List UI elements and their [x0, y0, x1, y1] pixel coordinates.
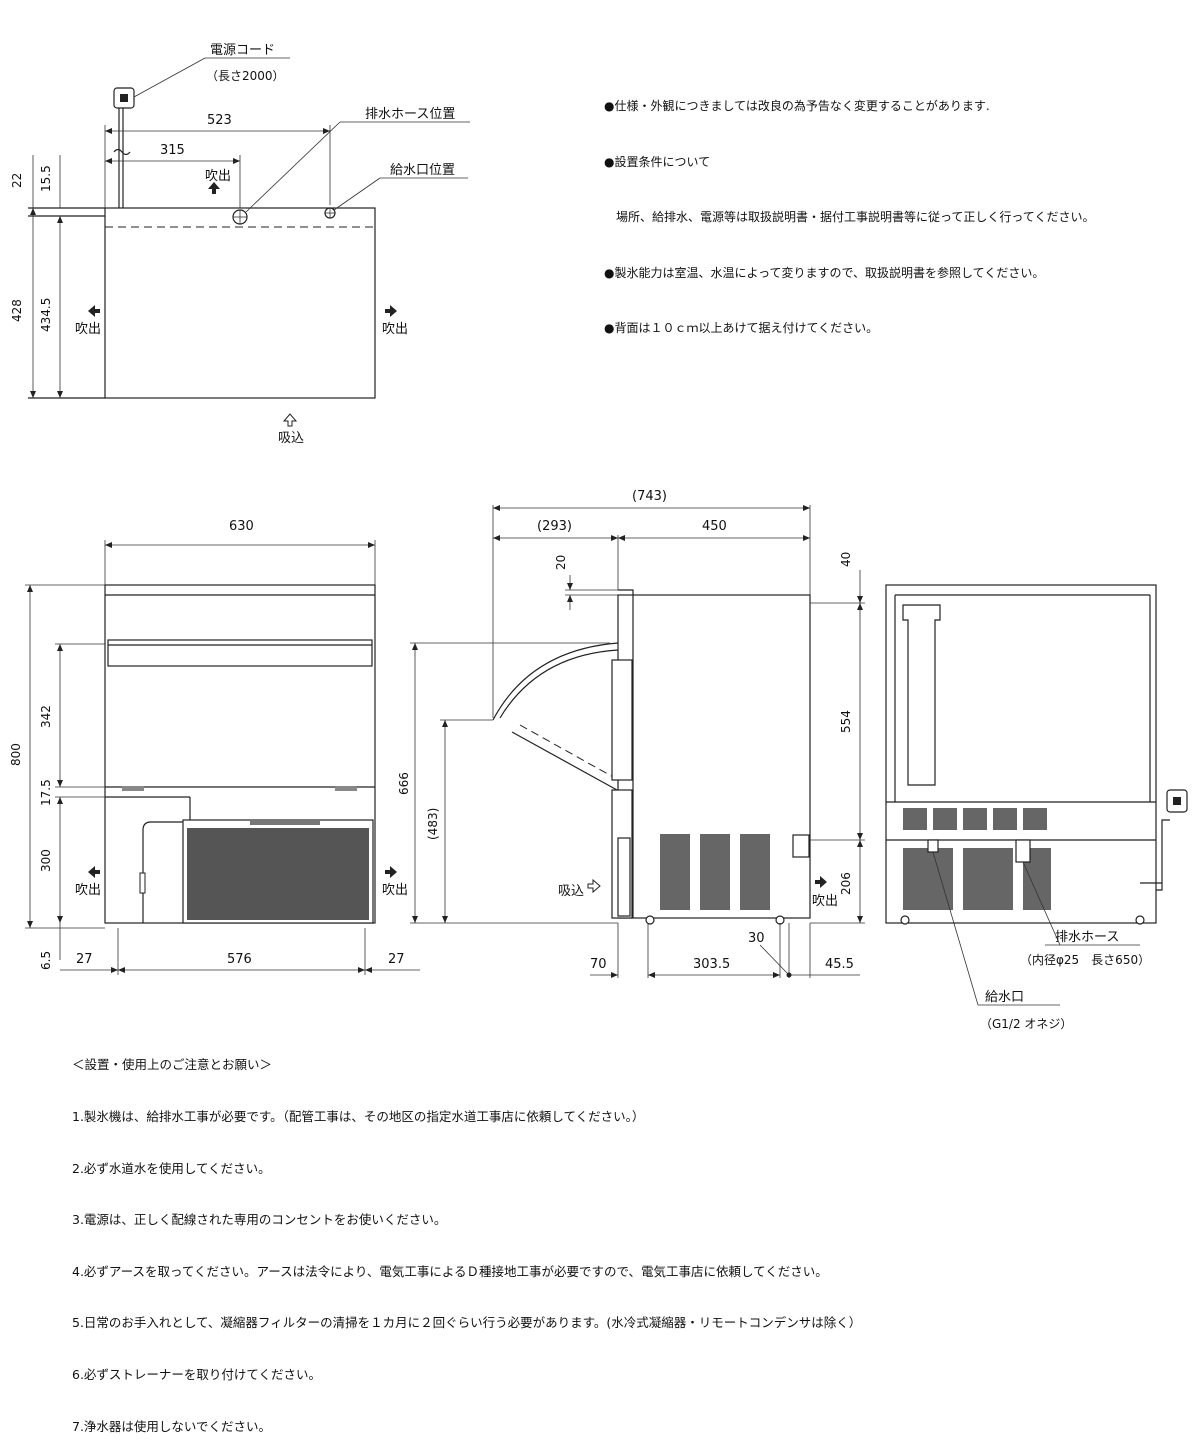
note-line: 場所、給排水、電源等は取扱説明書・据付工事説明書等に従って正しく行ってください。: [604, 210, 1095, 224]
dim-303-5: 303.5: [693, 957, 730, 972]
dim-15-5: 15.5: [39, 165, 53, 192]
dim-6-5: 6.5: [39, 951, 53, 970]
caution-item: 7.浄水器は使用しないでください。: [72, 1418, 272, 1434]
spec-notes: ●仕様・外観につきましては改良の為予告なく変更することがあります. ●設置条件に…: [604, 60, 1094, 356]
drain-hose-label: 排水ホース: [1055, 930, 1119, 945]
caution-title: ＜設置・使用上のご注意とお願い＞: [72, 1057, 273, 1073]
front-right-blow-out: 吹出: [382, 883, 408, 898]
side-view: (743) (293) 450 20 40 554 206 666 (483): [397, 489, 865, 978]
front-door-handle: [107, 639, 373, 667]
note-line: ●設置条件について: [604, 154, 711, 169]
dim-576: 576: [227, 952, 252, 967]
note-line: ●仕様・外観につきましては改良の為予告なく変更することがあります.: [604, 99, 990, 113]
dim-45-5: 45.5: [825, 957, 854, 972]
caution-item: 3.電源は、正しく配線された専用のコンセントをお使いください。: [72, 1212, 447, 1228]
dim-800: 800: [9, 743, 23, 766]
intake-label: 吸込: [278, 431, 304, 446]
drain-hose-position-label: 排水ホース位置: [365, 107, 455, 122]
note-line: ●製氷能力は室温、水温によって変りますので、取扱説明書を参照してください。: [604, 265, 1045, 280]
dim-206: 206: [839, 872, 853, 895]
dim-70: 70: [590, 957, 607, 972]
dim-30: 30: [748, 931, 765, 946]
dim-483: (483): [426, 808, 440, 840]
arrow-right-icon: [385, 866, 397, 878]
dim-554: 554: [839, 710, 853, 733]
power-cord-label: 電源コード: [210, 43, 275, 58]
caution-notes: ＜設置・使用上のご注意とお願い＞ 1.製氷機は、給排水工事が必要です。（配管工事…: [72, 1022, 861, 1452]
rear-drain-hose: [1015, 839, 1031, 863]
dim-17-5: 17.5: [39, 779, 53, 806]
side-vents: [660, 834, 770, 910]
arrow-right-icon: [815, 876, 827, 888]
dim-450: 450: [702, 519, 727, 534]
dim-22: 22: [10, 173, 24, 188]
dim-666: 666: [397, 772, 411, 795]
dim-743: (743): [632, 489, 667, 504]
drain-outlet: [792, 834, 810, 858]
grille-mesh: [187, 828, 369, 920]
dim-315: 315: [160, 143, 185, 158]
top-view: 電源コード （長さ2000） 排水ホース位置 給水口位置 523 315 22 …: [10, 43, 470, 446]
side-grille-edge: [617, 837, 631, 917]
top-view-body: [104, 207, 376, 399]
front-view: 630 800 342 17.5 300 6.5 27 576 27 吹出 吹出: [9, 519, 420, 975]
dim-630: 630: [229, 519, 254, 534]
caution-item: 5.日常のお手入れとして、凝縮器フィルターの清掃を１カ月に２回ぐらい行う必要があ…: [72, 1315, 862, 1331]
arrow-up-outline-icon: [282, 413, 298, 427]
power-cord-length: （長さ2000）: [206, 69, 285, 83]
side-intake-label: 吸込: [558, 884, 584, 899]
side-door-edge: [611, 659, 633, 781]
right-blow-out-label: 吹出: [382, 322, 408, 337]
arrow-left-icon: [88, 866, 100, 878]
caution-item: 1.製氷機は、給排水工事が必要です。（配管工事は、その地区の指定水道工事店に依頼…: [72, 1109, 645, 1125]
dim-20: 20: [554, 555, 568, 570]
arrow-right-outline-icon: [587, 878, 601, 894]
rear-water-inlet: [927, 839, 939, 853]
front-left-blow-out: 吹出: [75, 883, 101, 898]
rear-vents-bottom: [903, 848, 1051, 910]
rear-vents-top: [903, 808, 1047, 830]
water-inlet-label: 給水口: [985, 990, 1024, 1005]
water-inlet-spec: （G1/2 オネジ）: [980, 1017, 1072, 1031]
water-inlet-position-label: 給水口位置: [390, 163, 455, 178]
dim-40: 40: [839, 552, 853, 567]
dim-27-right: 27: [388, 952, 405, 967]
dim-434-5: 434.5: [39, 298, 53, 332]
dim-342: 342: [39, 705, 53, 728]
top-blow-out-label: 吹出: [205, 169, 231, 184]
caution-item: 6.必ずストレーナーを取り付けてください。: [72, 1367, 322, 1383]
arrow-right-icon: [385, 305, 397, 317]
arrow-left-icon: [88, 305, 100, 317]
rear-view: 排水ホース （内径φ25 長さ650） 給水口 （G1/2 オネジ）: [885, 584, 1188, 1031]
left-blow-out-label: 吹出: [75, 322, 101, 337]
side-blow-out-label: 吹出: [812, 894, 838, 909]
caution-item: 2.必ず水道水を使用してください。: [72, 1160, 271, 1176]
drain-hose-spec: （内径φ25 長さ650）: [1020, 953, 1150, 967]
dim-300: 300: [39, 849, 53, 872]
dim-428: 428: [10, 299, 24, 322]
caution-item: 4.必ずアースを取ってください。アースは法令により、電気工事によるＤ種接地工事が…: [72, 1263, 828, 1279]
arrow-up-icon: [208, 182, 220, 194]
dim-523: 523: [207, 113, 232, 128]
technical-drawing: 電源コード （長さ2000） 排水ホース位置 給水口位置 523 315 22 …: [9, 43, 1188, 1031]
note-line: ●背面は１０ｃｍ以上あけて据え付けてください。: [604, 321, 879, 335]
dim-27-left: 27: [76, 952, 93, 967]
dim-293: (293): [537, 519, 572, 534]
